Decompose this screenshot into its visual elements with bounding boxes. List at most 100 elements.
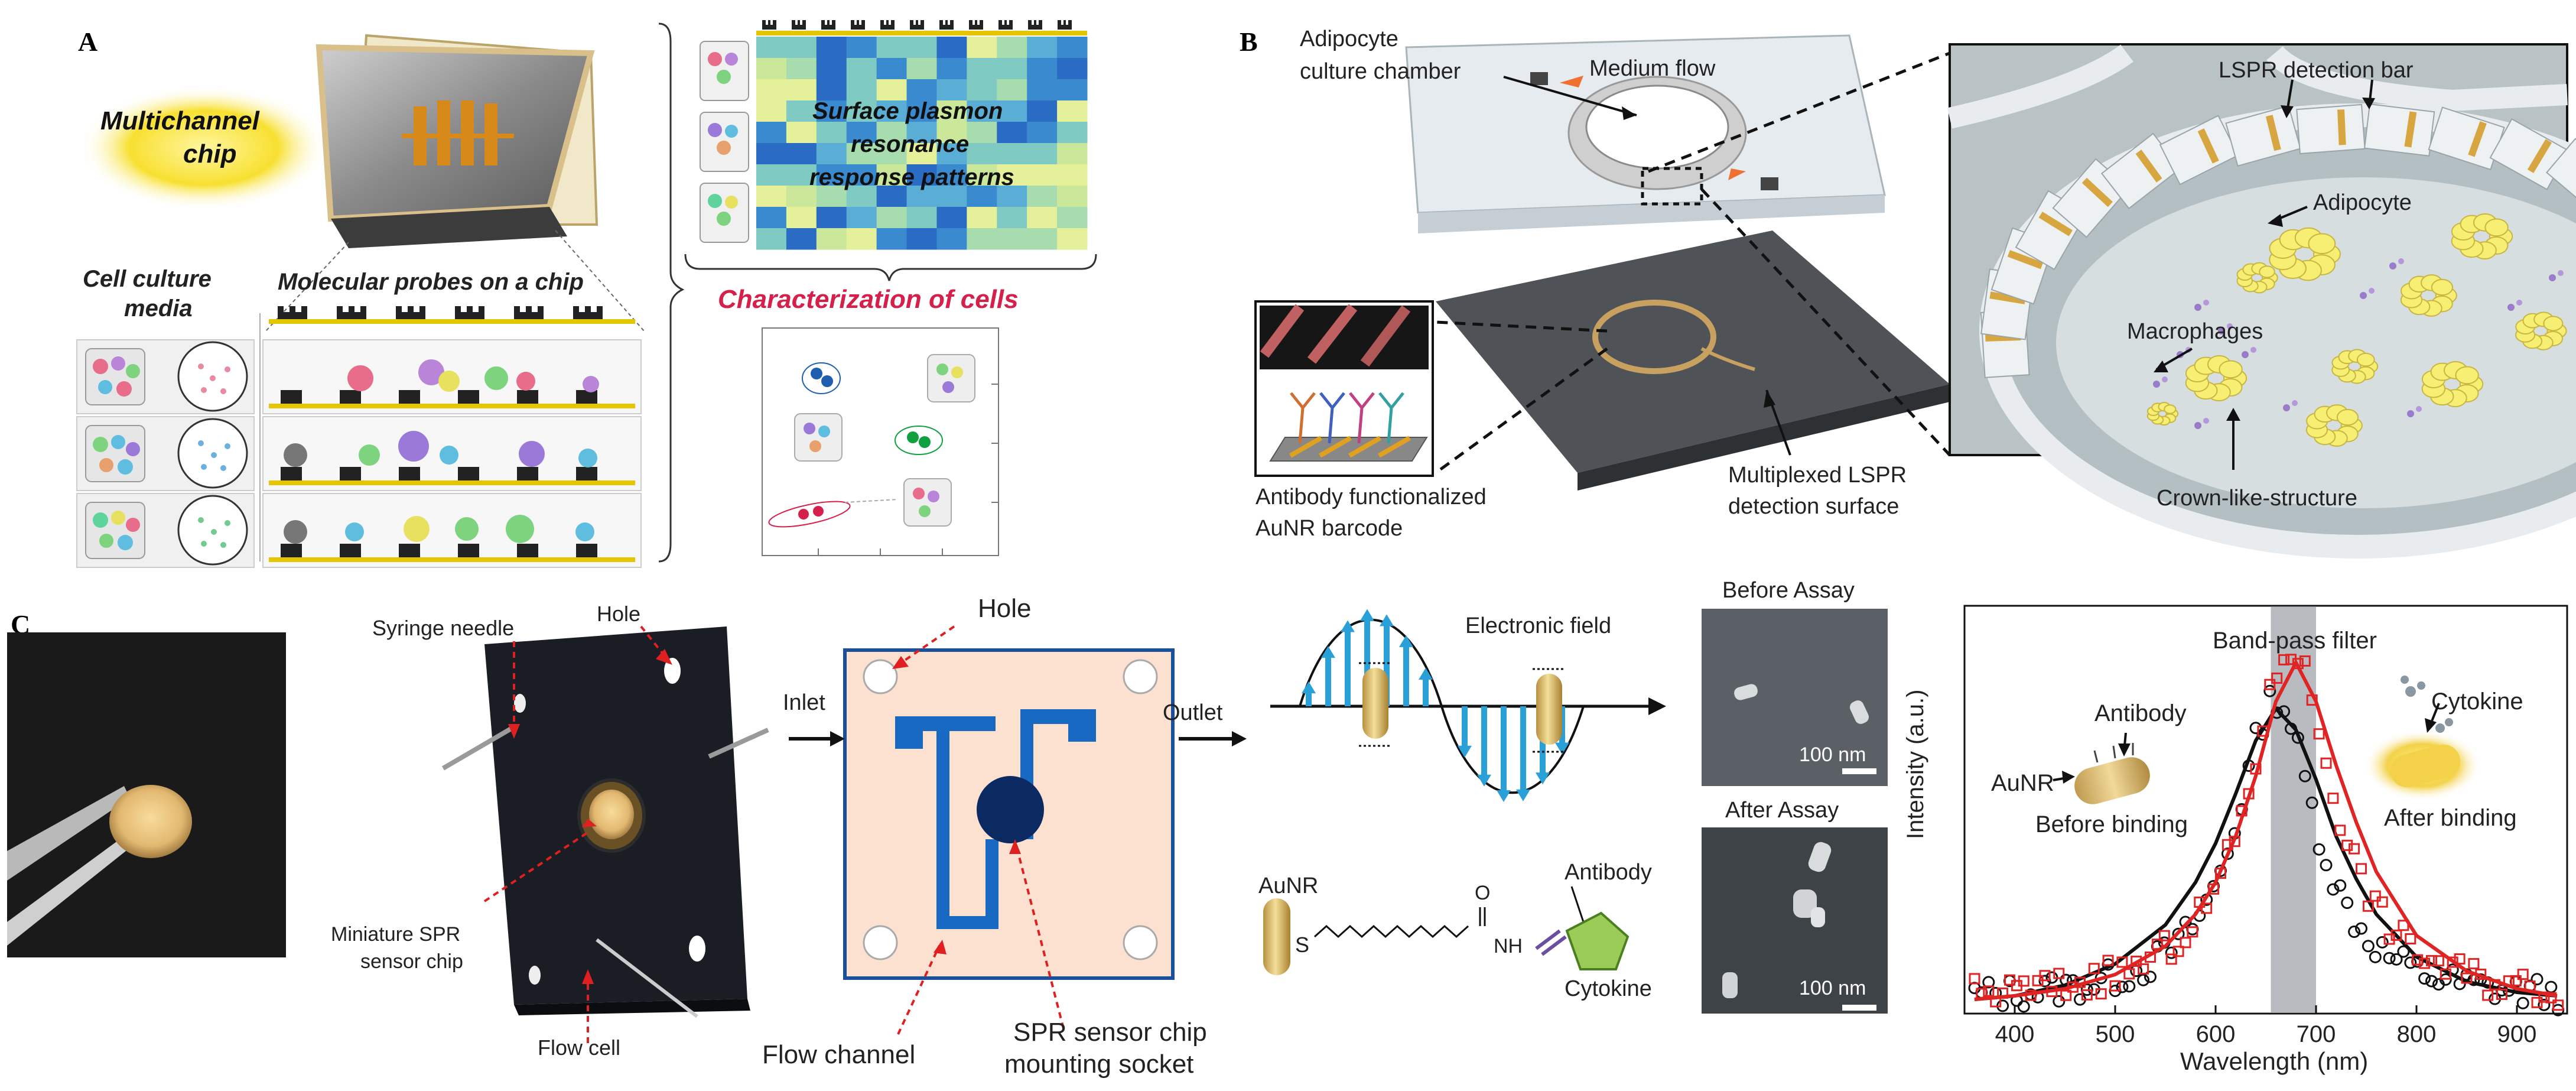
- data-point-before: [2263, 684, 2276, 697]
- data-point-before: [2390, 953, 2403, 966]
- data-point-after: [2299, 655, 2311, 667]
- heatmap-cell: [876, 207, 908, 229]
- heatmap-cell: [846, 228, 877, 250]
- adipocyte-cell: [2336, 408, 2359, 426]
- electronic-field-label: Electronic field: [1465, 613, 1612, 638]
- lspr-detection-zoom: [1947, 43, 2576, 559]
- heatmap-label-3: response patterns: [809, 164, 1014, 190]
- heatmap-cell: [906, 37, 937, 59]
- lspr-bar: [2007, 250, 2044, 269]
- macrophage-dot: [2283, 404, 2290, 411]
- macrophage-dot: [2227, 323, 2233, 329]
- cell-media-rows: [76, 339, 255, 568]
- sem-before-assay: [1702, 609, 1888, 786]
- data-point-before: [2116, 980, 2129, 993]
- data-point-before: [2312, 843, 2325, 856]
- data-point-after: [2349, 843, 2360, 855]
- heatmap-cell: [1027, 164, 1058, 186]
- heatmap-cell: [816, 79, 847, 101]
- heatmap-cell: [786, 228, 817, 250]
- x-tick-label: 800: [2397, 1021, 2437, 1047]
- data-point-after: [2356, 863, 2367, 875]
- macrophage-dot: [2162, 376, 2168, 382]
- macrophage-dot: [2389, 262, 2396, 269]
- heatmap-cell: [846, 207, 877, 229]
- data-point-after: [2313, 728, 2325, 740]
- data-point-before: [2172, 927, 2185, 940]
- heatmap-cell: [756, 207, 787, 229]
- macrophage-dot: [2194, 422, 2201, 429]
- heatmap-cell: [876, 143, 908, 165]
- heatmap-cell: [936, 79, 967, 101]
- data-point-before: [2249, 722, 2262, 735]
- heatmap-cell: [936, 164, 967, 186]
- field-arrow-head: [1458, 745, 1472, 758]
- heatmap-cell: [816, 164, 847, 186]
- heatmap-cell: [816, 186, 847, 207]
- data-point-after: [2334, 824, 2346, 836]
- heatmap-cell: [786, 122, 817, 144]
- data-point-after: [2376, 896, 2388, 908]
- macrophage-dot: [2360, 292, 2367, 299]
- heatmap-cell: [967, 100, 997, 122]
- data-point-before: [2137, 973, 2150, 986]
- heatmap-cell: [756, 164, 787, 186]
- molecular-probes-label: Molecular probes on a chip: [278, 269, 584, 295]
- lspr-bar: [2135, 150, 2162, 183]
- heatmap-cell: [997, 186, 1027, 207]
- heatmap-label-1: Surface plasmon: [812, 98, 1003, 124]
- data-point-after: [2419, 957, 2431, 969]
- heatmap-cell: [846, 100, 877, 122]
- heatmap-cell: [1027, 186, 1058, 207]
- heatmap-cell: [906, 228, 937, 250]
- data-point-before: [2404, 956, 2417, 969]
- heatmap-cell: [936, 143, 967, 165]
- miniature-spr-label-2: sensor chip: [360, 950, 463, 973]
- multichannel-chip-label-1: Multichannel: [100, 106, 259, 135]
- electronic-field-diagram: [1270, 609, 1666, 803]
- multiplexed-lspr-label-1: Multiplexed LSPR: [1728, 463, 1907, 488]
- field-arrow-head: [1497, 790, 1511, 803]
- heatmap-cell: [756, 186, 787, 207]
- cell-culture-media-label-2: media: [124, 296, 193, 322]
- data-point-after: [1969, 973, 1980, 985]
- macrophage-dot: [2369, 288, 2375, 294]
- heatmap-cell: [756, 79, 787, 101]
- heatmap-cell: [997, 79, 1027, 101]
- heatmap-cell: [1057, 228, 1088, 250]
- data-point-after: [2552, 999, 2564, 1011]
- heatmap-cell: [967, 164, 997, 186]
- heatmap-cell: [786, 79, 817, 101]
- heatmap-cell: [1057, 207, 1088, 229]
- before-assay-label: Before Assay: [1722, 578, 1855, 603]
- data-point-after: [2264, 678, 2276, 690]
- adipocyte-cell: [2484, 218, 2509, 237]
- heatmap-cell: [876, 79, 908, 101]
- data-point-after: [2412, 954, 2424, 966]
- heatmap-cell: [786, 100, 817, 122]
- data-point-after: [1983, 985, 1995, 997]
- cell-culture-media-label-1: Cell culture: [83, 266, 212, 292]
- hole-label-2: Hole: [978, 594, 1032, 623]
- data-point-before: [2425, 975, 2438, 988]
- heatmap-cell: [1057, 58, 1088, 80]
- band-pass-label: Band-pass filter: [2213, 628, 2377, 654]
- cytokine-annotation: Cytokine: [2431, 689, 2523, 715]
- after-binding-annotation: After binding: [2384, 805, 2517, 831]
- heatmap-cell: [967, 58, 997, 80]
- heatmap-cell: [997, 100, 1027, 122]
- data-point-after: [2440, 968, 2451, 980]
- heatmap-cell: [997, 207, 1027, 229]
- lspr-bar: [1989, 291, 2026, 304]
- data-point-before: [2327, 883, 2340, 896]
- adipocyte-cell: [2219, 360, 2243, 379]
- flow-cell-device: [441, 626, 769, 1018]
- panel-letter-b: B: [1240, 27, 1258, 57]
- heatmap-cell: [1057, 122, 1088, 144]
- heatmap-cell: [997, 122, 1027, 144]
- cytokine-chem-label: Cytokine: [1565, 976, 1652, 1001]
- data-point-before: [2516, 996, 2529, 1009]
- heatmap-cell: [816, 100, 847, 122]
- adipocyte-cell: [2259, 265, 2275, 278]
